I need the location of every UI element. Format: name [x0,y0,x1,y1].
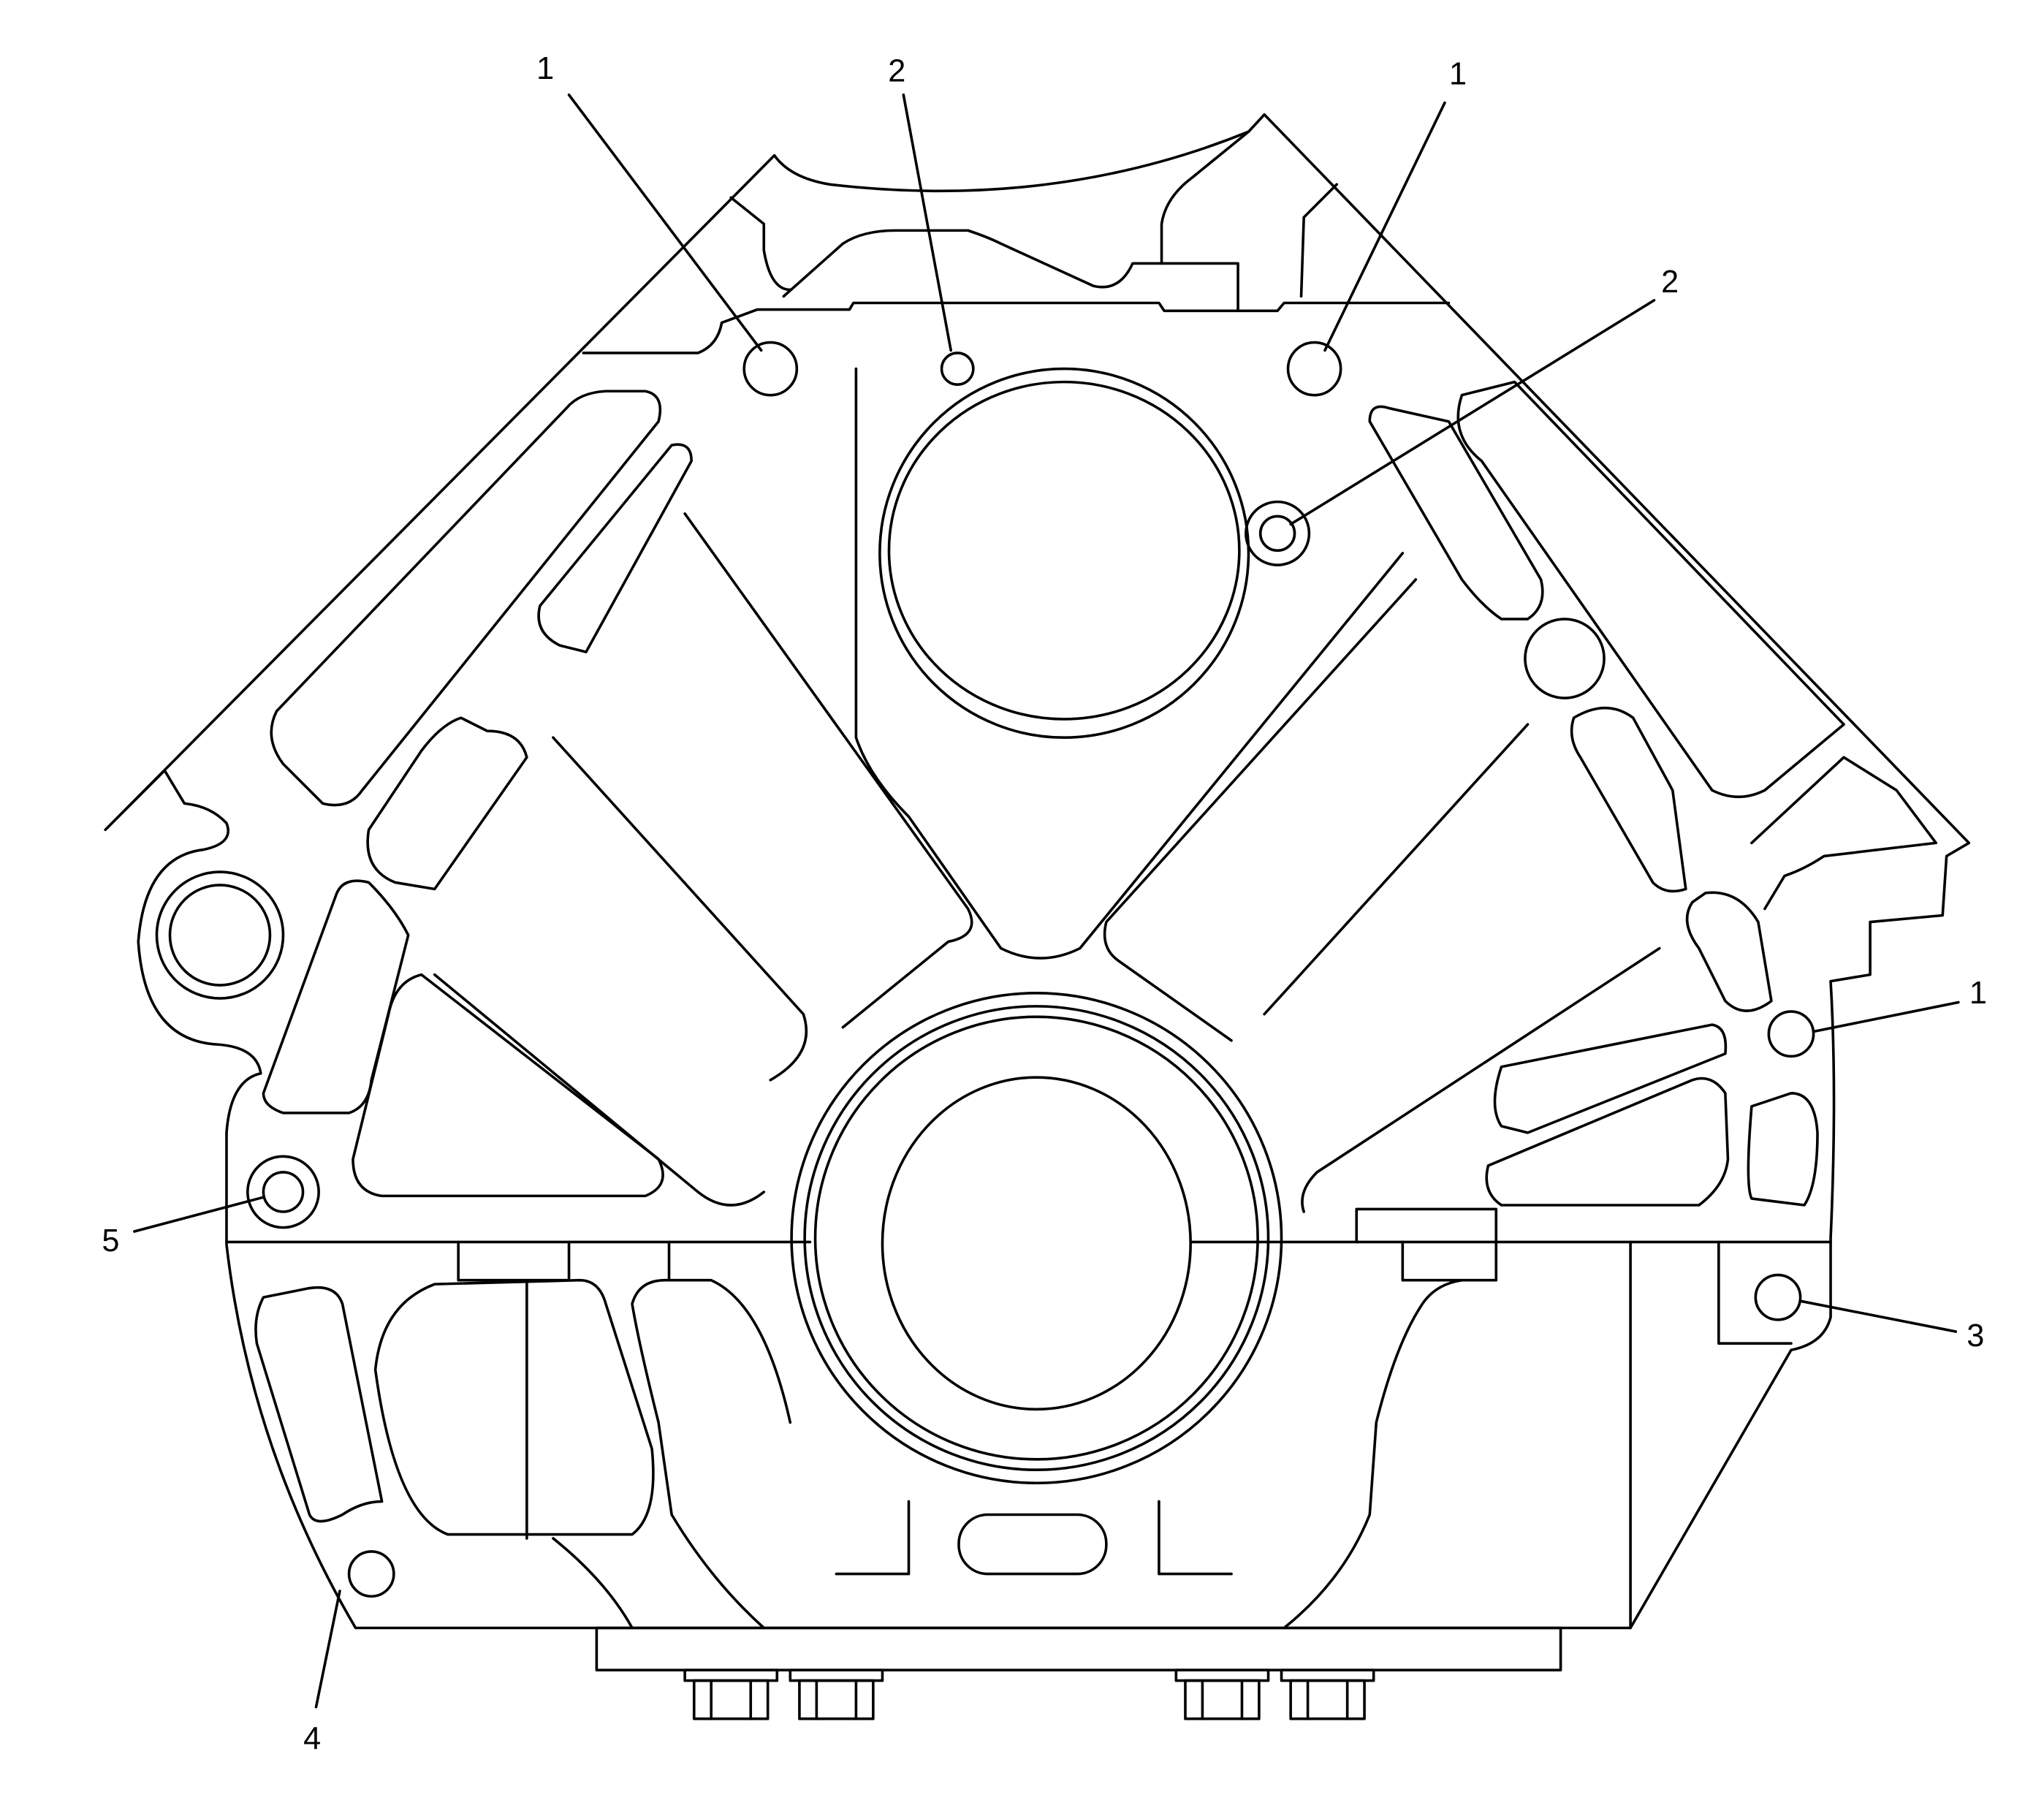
pan-bolts [683,1668,1375,1720]
callout-labels: 1 2 1 2 1 3 4 5 [102,51,1987,1756]
hole-1b [1286,341,1342,397]
callout-label: 1 [1969,976,1987,1011]
callout-label: 1 [1449,56,1467,91]
callout-label: 5 [102,1223,119,1258]
hole-2a [940,352,975,387]
callout-label: 2 [888,54,905,89]
hole-5 [262,1171,305,1213]
callout-label: 2 [1661,265,1679,300]
hole-3 [1754,1273,1802,1321]
callout-label: 4 [303,1721,321,1756]
callout-holes [246,341,1815,1598]
hole-4 [347,1550,395,1598]
callout-label: 1 [536,51,554,86]
bolt [1280,1668,1375,1720]
hole-1c [1767,1010,1815,1058]
hole-2b [1258,515,1296,553]
bolt [1174,1668,1270,1720]
leader-lines [133,93,1960,1709]
bolt [789,1668,884,1720]
bolt [683,1668,779,1720]
hole-1a [742,341,799,397]
callout-label: 3 [1967,1318,1984,1353]
block-outline [104,113,1971,1671]
